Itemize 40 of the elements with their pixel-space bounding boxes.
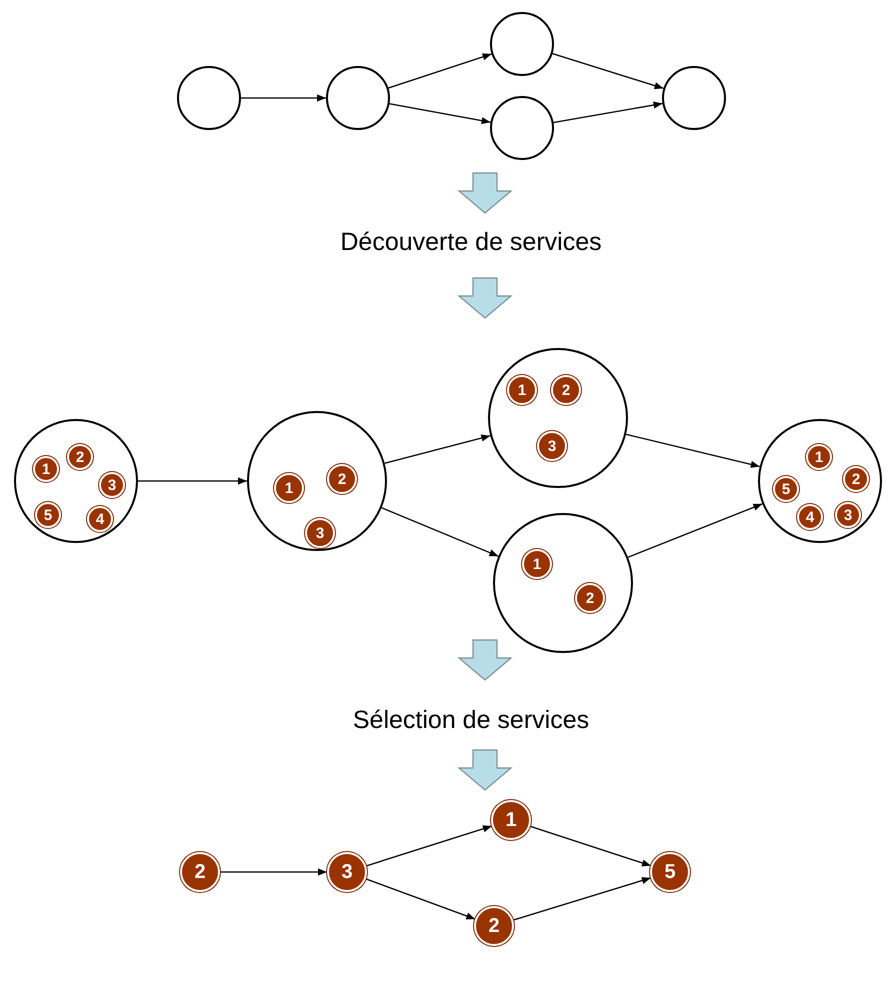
service-circle: 3 — [537, 431, 567, 461]
service-circle: 4 — [87, 506, 113, 532]
step-label: Sélection de services — [352, 706, 590, 735]
service-circle: 1 — [522, 549, 552, 579]
service-circle: 3 — [305, 518, 335, 548]
service-circle: 3 — [99, 472, 125, 498]
service-circle: 5 — [650, 852, 690, 892]
arrow — [241, 94, 326, 102]
arrow — [138, 477, 247, 485]
service-circle: 2 — [474, 906, 514, 946]
arrow — [512, 877, 652, 921]
arrow — [384, 434, 490, 464]
arrow — [220, 868, 327, 876]
service-circle: 2 — [327, 464, 357, 494]
service-circle: 3 — [327, 852, 367, 892]
service-circle: 2 — [843, 466, 869, 492]
service-circle: 2 — [67, 444, 93, 470]
service-circle: 4 — [797, 504, 823, 530]
service-circle: 1 — [274, 473, 304, 503]
arrow — [366, 878, 476, 920]
service-circle: 2 — [180, 852, 220, 892]
arrow — [389, 103, 491, 124]
arrow — [626, 434, 760, 468]
step-label: Découverte de services — [340, 228, 602, 257]
service-circle: 3 — [835, 502, 861, 528]
service-circle: 5 — [773, 476, 799, 502]
service-circle: 1 — [33, 456, 59, 482]
service-circle: 1 — [507, 375, 537, 405]
arrow — [366, 825, 492, 867]
arrow — [553, 102, 663, 124]
arrow — [628, 503, 763, 558]
arrow — [552, 52, 664, 90]
arrow — [381, 507, 499, 557]
service-circle: 2 — [551, 375, 581, 405]
service-circle: 1 — [806, 444, 832, 470]
arrow — [530, 826, 652, 866]
service-circle: 2 — [575, 583, 605, 613]
service-circle: 5 — [35, 502, 61, 528]
service-circle: 1 — [491, 800, 531, 840]
arrow — [388, 53, 492, 89]
